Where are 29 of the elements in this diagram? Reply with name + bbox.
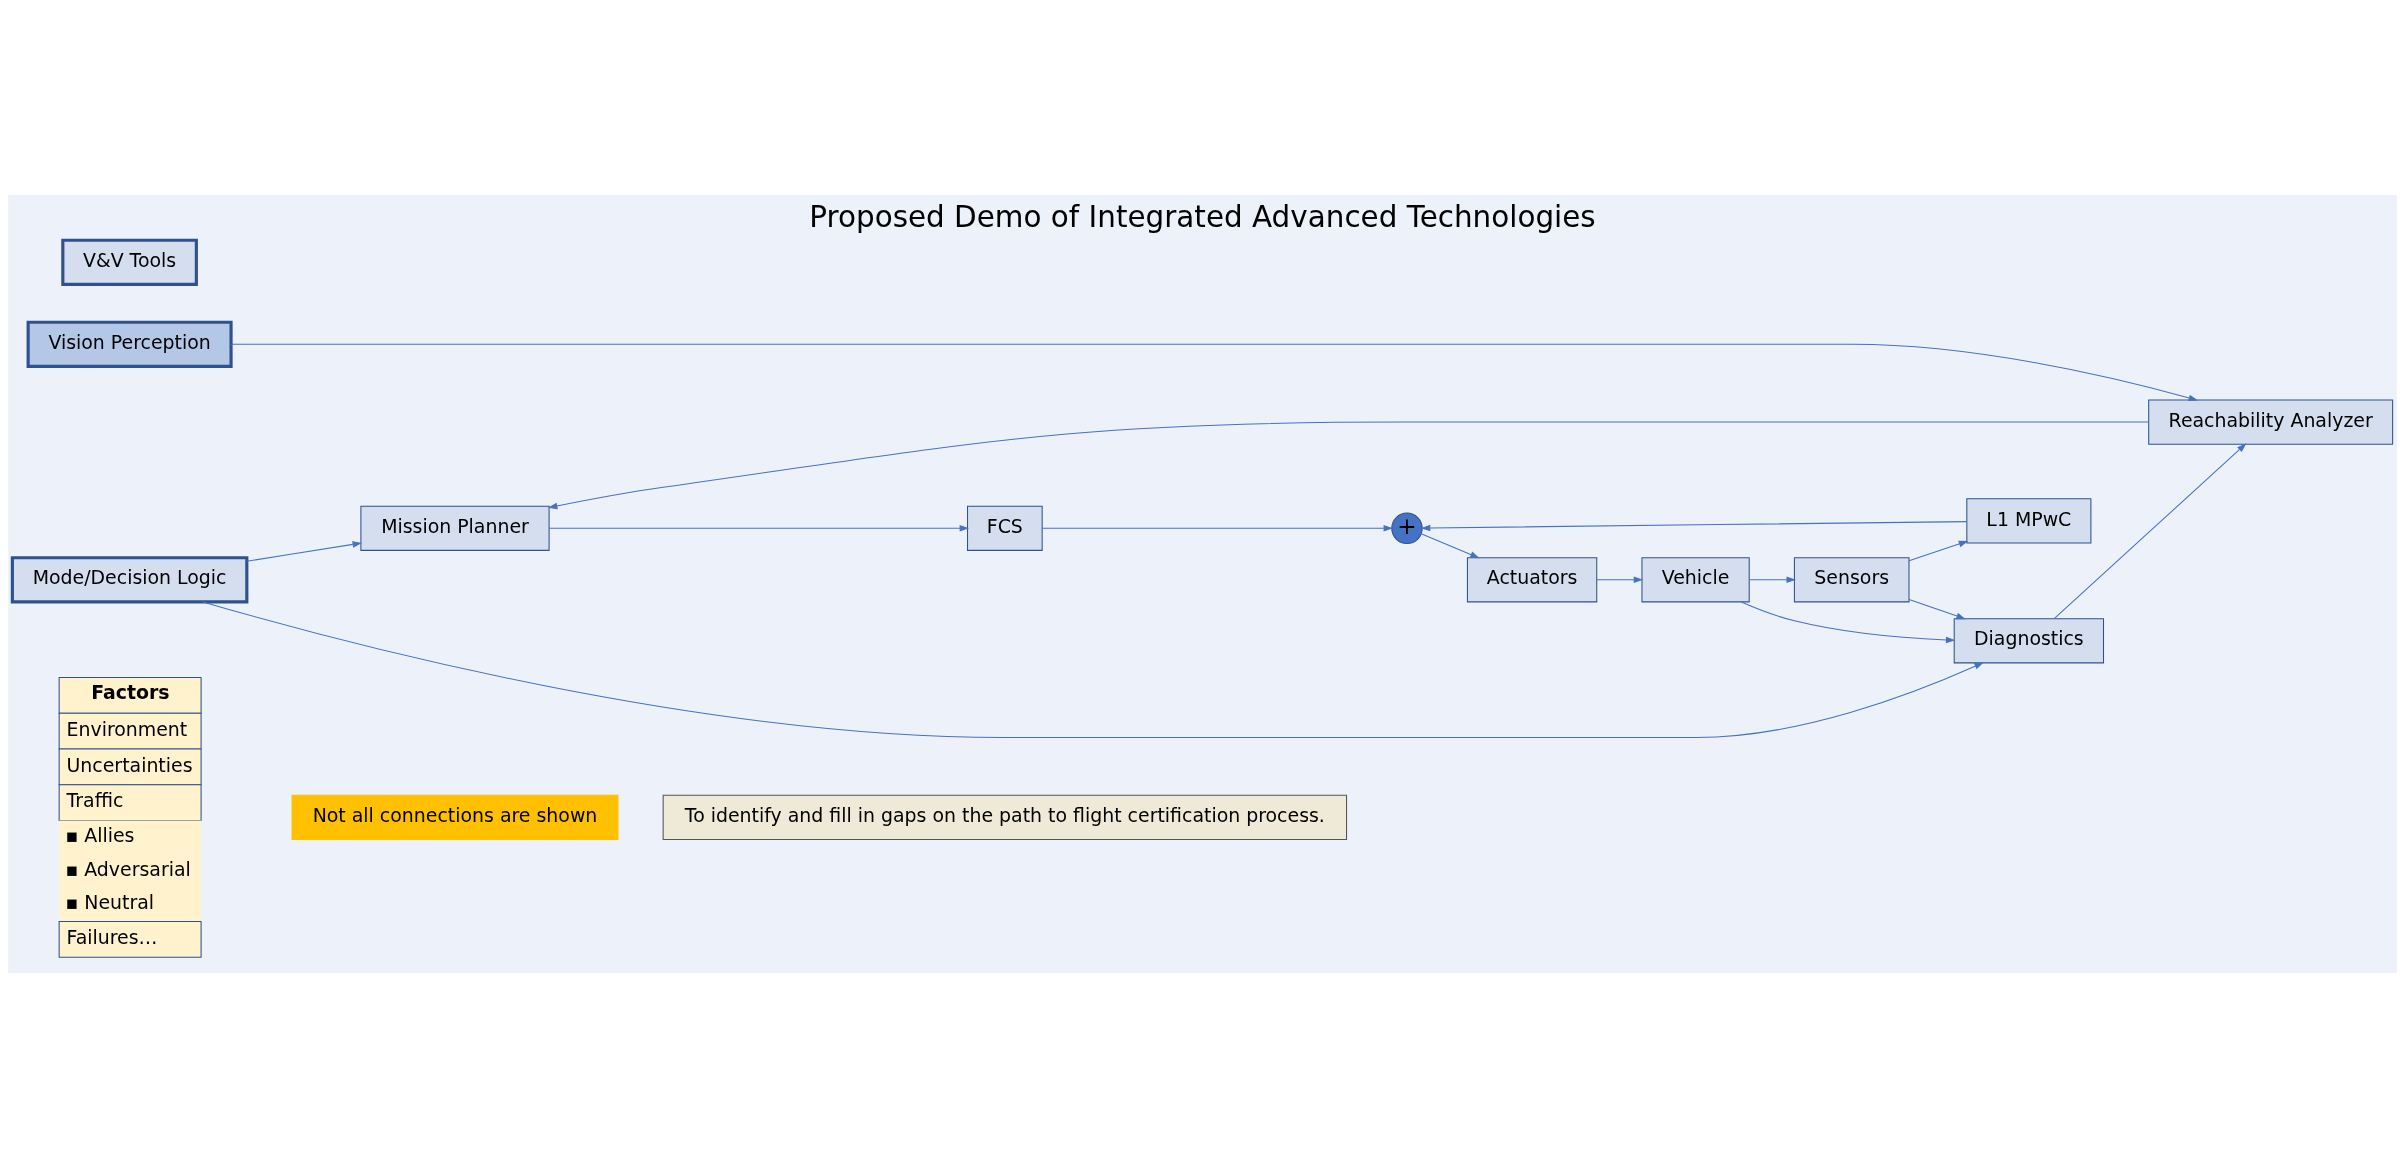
arrow	[1596, 576, 1644, 584]
node-box: FCS	[967, 505, 1043, 551]
arrow	[1748, 576, 1796, 584]
arrow	[1041, 524, 1393, 532]
arrow	[1740, 601, 1956, 644]
node-box: Mode/Decision Logic	[10, 556, 249, 604]
diagram-title: Proposed Demo of Integrated Advanced Technologies	[809, 199, 1596, 234]
arrow	[1908, 540, 1969, 562]
node-box: Actuators	[1466, 557, 1598, 603]
arrow	[246, 541, 362, 562]
arrow	[2053, 443, 2247, 620]
node-box: Diagnostics	[1953, 618, 2105, 664]
node-box: L1 MPwC	[1966, 498, 2092, 544]
arrow	[1420, 521, 1968, 532]
node-circle: +	[1391, 512, 1423, 545]
arrow	[548, 524, 970, 532]
arrow	[1908, 598, 1966, 620]
node-box: Vision Perception	[26, 320, 233, 368]
node-box: Sensors	[1793, 557, 1910, 603]
node-box: V&V Tools	[61, 238, 198, 286]
arrow	[1420, 533, 1480, 559]
arrow	[202, 601, 1984, 739]
arrow	[230, 343, 2199, 402]
node-box: To identify and fill in gaps on the path to flight certification process.	[662, 794, 1348, 840]
node-box: Vehicle	[1641, 557, 1750, 603]
node-box: Reachability Analyzer	[2148, 399, 2394, 445]
node-box: Not all connections are shown	[291, 794, 619, 840]
node-box: Mission Planner	[360, 505, 550, 551]
arrow	[547, 421, 2149, 510]
